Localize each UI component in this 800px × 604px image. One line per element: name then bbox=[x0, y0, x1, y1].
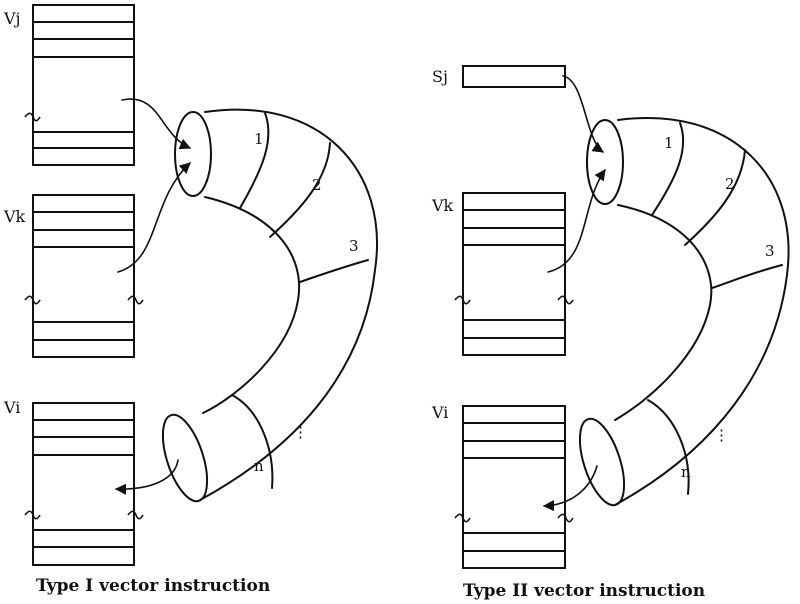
type-2-caption: Type II vector instruction bbox=[463, 581, 705, 601]
pipeline-segment-n-label: n bbox=[254, 457, 264, 475]
pipeline: 1 2 3 ⋮ n bbox=[161, 108, 378, 503]
pipeline-type2-segment-3-label: 3 bbox=[765, 242, 775, 260]
pipeline-segment-1-label: 1 bbox=[254, 130, 264, 148]
pipeline-segment-2-label: 2 bbox=[312, 176, 322, 194]
data-flow-arrows bbox=[114, 98, 192, 495]
register-label-sj: Sj bbox=[432, 67, 448, 86]
vector-register-vi-type2: Vi bbox=[431, 403, 574, 569]
type-1-panel: Vj Vk Vi bbox=[3, 4, 378, 596]
type-2-panel: Sj Vk Vi bbox=[431, 65, 790, 601]
scalar-register-sj: Sj bbox=[432, 65, 566, 88]
vector-register-vk-type2: Vk bbox=[431, 192, 574, 356]
vector-register-vi: Vi bbox=[3, 398, 144, 566]
pipeline-type2: 1 2 3 ⋮ n bbox=[578, 117, 790, 507]
vector-register-vk: Vk bbox=[3, 194, 144, 358]
register-label-vi: Vi bbox=[3, 398, 20, 417]
pipeline-segment-3-label: 3 bbox=[349, 237, 359, 255]
pipeline-type2-continuation-dots: ⋮ bbox=[714, 426, 729, 444]
pipeline-continuation-dots: ⋮ bbox=[293, 423, 308, 441]
register-label-vk-type2: Vk bbox=[431, 196, 454, 215]
register-label-vi-type2: Vi bbox=[431, 403, 448, 422]
pipeline-type2-segment-2-label: 2 bbox=[725, 175, 735, 193]
pipeline-type2-segment-n-label: n bbox=[681, 463, 691, 481]
register-label-vk: Vk bbox=[3, 207, 26, 226]
vector-register-vj: Vj bbox=[3, 4, 135, 166]
register-label-vj: Vj bbox=[3, 9, 21, 28]
pipeline-type2-segment-1-label: 1 bbox=[664, 134, 674, 152]
data-flow-arrows-type2 bbox=[542, 75, 606, 512]
type-1-caption: Type I vector instruction bbox=[36, 576, 270, 596]
